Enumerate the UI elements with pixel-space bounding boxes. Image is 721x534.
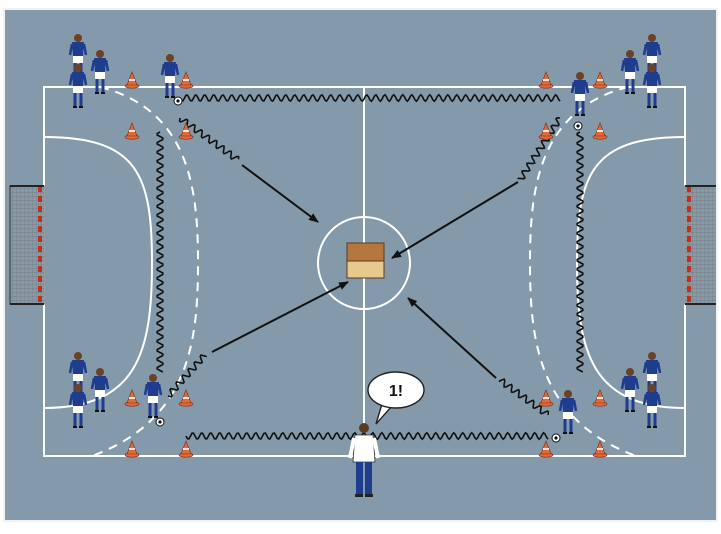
player-icon	[90, 50, 110, 94]
player-icon	[68, 384, 88, 428]
dribble-path-right	[576, 131, 584, 373]
dribble-path-tl-diagonal	[178, 117, 240, 161]
player-icon	[160, 54, 180, 98]
player-icon	[68, 34, 88, 78]
right-goal-icon	[684, 185, 718, 305]
cone-icon	[178, 389, 194, 407]
player-icon	[90, 368, 110, 412]
player-icon	[143, 374, 163, 418]
player-icon	[558, 390, 578, 434]
left-goal-icon	[9, 185, 45, 305]
cone-icon	[124, 440, 140, 458]
center-circle	[317, 216, 411, 310]
cone-icon	[538, 389, 554, 407]
cone-icon	[178, 440, 194, 458]
dribble-path-left	[156, 131, 164, 373]
cone-icon	[538, 71, 554, 89]
balls	[155, 96, 583, 443]
active-players	[143, 54, 590, 434]
cone-icon	[124, 122, 140, 140]
player-icon	[642, 352, 662, 396]
dribble-path-bl-diagonal	[167, 354, 208, 398]
ball-icon	[173, 96, 183, 106]
pass-arrows	[211, 164, 519, 379]
coach-callout-text: 1!	[389, 383, 403, 400]
player-icon	[642, 64, 662, 108]
waiting-players	[68, 34, 662, 428]
cone-group	[124, 71, 608, 458]
cone-icon	[592, 122, 608, 140]
player-icon	[642, 384, 662, 428]
cone-icon	[178, 71, 194, 89]
cone-icon	[592, 389, 608, 407]
player-icon	[570, 72, 590, 116]
dribble-path-top	[179, 93, 561, 103]
cone-icon	[538, 122, 554, 140]
coach-icon	[348, 423, 380, 497]
cone-icon	[124, 389, 140, 407]
pass-arrow-tl	[241, 164, 319, 223]
cone-icon	[124, 71, 140, 89]
player-icon	[620, 368, 640, 412]
cone-icon	[592, 71, 608, 89]
ball-icon	[155, 417, 165, 427]
pass-arrow-br	[407, 297, 497, 379]
coach-callout-bubble: 1!	[367, 371, 425, 425]
pass-arrow-bl	[211, 281, 349, 353]
left-goal-area	[43, 136, 154, 409]
right-goal-area	[575, 136, 686, 409]
cone-icon	[538, 440, 554, 458]
ball-icon	[573, 121, 583, 131]
diagram-frame	[3, 8, 718, 522]
dribble-path-tr-diagonal	[517, 116, 561, 180]
ball-icon	[551, 433, 561, 443]
cone-icon	[178, 122, 194, 140]
target-box-icon	[346, 242, 385, 279]
dribble-path-br-diagonal	[498, 378, 550, 416]
pass-arrow-tr	[391, 181, 519, 259]
cone-icon	[592, 440, 608, 458]
player-icon	[620, 50, 640, 94]
player-icon	[68, 64, 88, 108]
